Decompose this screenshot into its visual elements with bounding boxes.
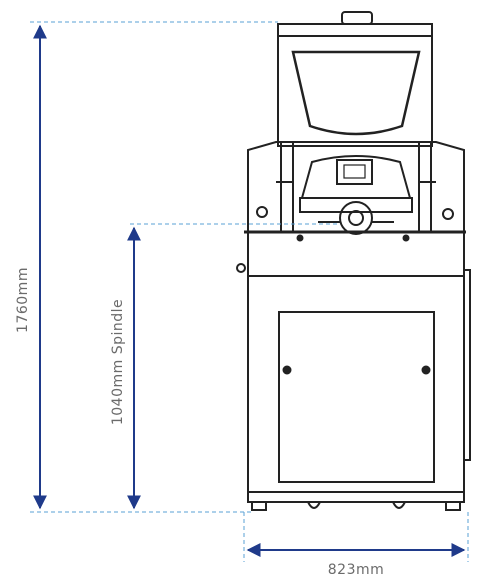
spindle-height-label: 1040mm Spindle bbox=[110, 299, 126, 425]
total-height-label: 1760mm bbox=[15, 267, 31, 333]
foot-left bbox=[251, 502, 267, 511]
door-knob-left bbox=[282, 365, 292, 375]
spindle-platform bbox=[299, 197, 413, 213]
right-column bbox=[418, 141, 432, 233]
cabinet-door bbox=[278, 311, 435, 483]
middle-body bbox=[247, 141, 465, 232]
machine-drawing bbox=[236, 11, 471, 511]
viewing-window bbox=[291, 50, 421, 136]
lower-cabinet bbox=[247, 231, 465, 503]
foot-right bbox=[445, 502, 461, 511]
lid-handle bbox=[341, 11, 373, 25]
left-column bbox=[280, 141, 294, 233]
control-screen bbox=[336, 159, 373, 185]
door-knob-right bbox=[421, 365, 431, 375]
spindle bbox=[339, 201, 373, 235]
control-housing bbox=[300, 155, 412, 199]
top-housing bbox=[277, 23, 433, 147]
guide-lines bbox=[30, 21, 469, 562]
dimension-arrows bbox=[33, 24, 466, 557]
width-label: 823mm bbox=[328, 562, 385, 578]
